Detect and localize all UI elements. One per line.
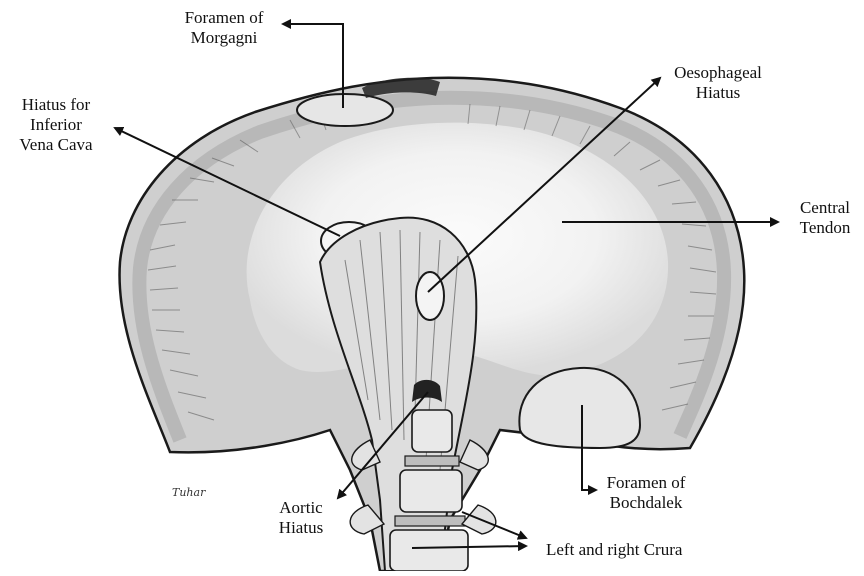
ivc-line-3: Vena Cava <box>8 135 104 155</box>
label-aortic-hiatus: Aortic Hiatus <box>268 498 334 538</box>
oesophageal-line-1: Oesophageal <box>664 63 772 83</box>
artist-signature: Tuhar <box>172 486 205 499</box>
morgagni-line-1: Foramen of <box>172 8 276 28</box>
bochdalek-line-1: Foramen of <box>598 473 694 493</box>
signature-text: Tuhar <box>172 486 205 499</box>
morgagni-line-2: Morgagni <box>172 28 276 48</box>
label-central-tendon: Central Tendon <box>790 198 860 238</box>
label-oesophageal-hiatus: Oesophageal Hiatus <box>664 63 772 103</box>
aortic-line-2: Hiatus <box>268 518 334 538</box>
oesophageal-hiatus <box>416 272 444 320</box>
ivc-line-1: Hiatus for <box>8 95 104 115</box>
label-ivc-hiatus: Hiatus for Inferior Vena Cava <box>8 95 104 155</box>
central-line-1: Central <box>790 198 860 218</box>
label-foramen-of-bochdalek: Foramen of Bochdalek <box>598 473 694 513</box>
bochdalek-line-2: Bochdalek <box>598 493 694 513</box>
oesophageal-line-2: Hiatus <box>664 83 772 103</box>
ivc-line-2: Inferior <box>8 115 104 135</box>
label-left-and-right-crura: Left and right Crura <box>546 540 682 560</box>
crura-line-1: Left and right Crura <box>546 540 682 560</box>
aortic-line-1: Aortic <box>268 498 334 518</box>
label-foramen-of-morgagni: Foramen of Morgagni <box>172 8 276 48</box>
central-line-2: Tendon <box>790 218 860 238</box>
morgagni-foramen <box>297 94 393 126</box>
